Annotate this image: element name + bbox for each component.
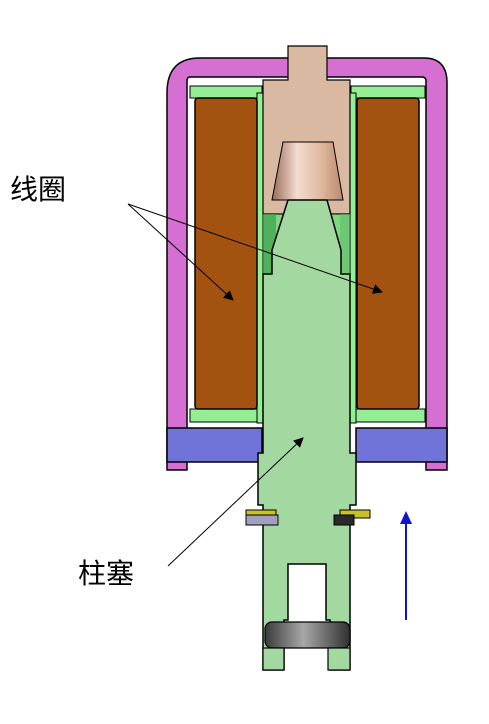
plunger-tip-right [327,647,351,671]
bobbin-top-right [350,85,426,99]
coil-leader-left [127,203,234,301]
base-plate-left [166,427,263,463]
roller [264,621,351,649]
stop-cone [271,141,344,201]
bobbin-bottom-left [189,408,263,423]
clip-right [339,509,371,519]
bobbin-bottom-right [350,408,426,423]
plunger [257,199,357,671]
guide-tube-shade-right [340,214,350,274]
bobbin-top-left [189,85,263,99]
clip-right-ring [333,514,355,526]
base-plate-right [355,427,448,463]
plunger-leader [167,437,304,567]
housing-frame [166,57,448,471]
coil-label: 线圈 [10,173,67,206]
clip-left-ring [245,514,279,526]
coil-right [356,97,420,410]
plunger-label: 柱塞 [78,557,135,590]
coil-leader-right [127,203,383,294]
plunger-tip-left [262,647,285,671]
coil-left [194,97,258,410]
up-arrow-icon [400,511,412,620]
